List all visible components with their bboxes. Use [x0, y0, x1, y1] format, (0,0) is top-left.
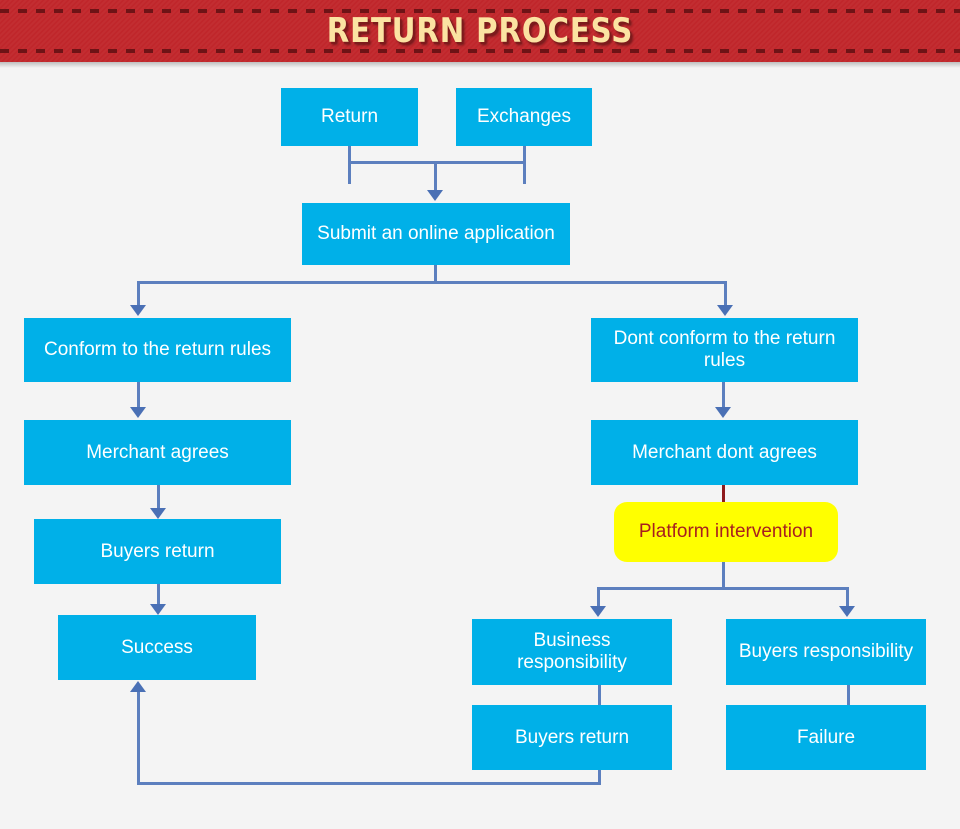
arrow-to-conform-rules [130, 305, 146, 316]
node-failure[interactable]: Failure [726, 705, 926, 770]
connector-split-bar [137, 281, 727, 284]
arrow-feedback-to-success [130, 681, 146, 692]
node-business-responsibility[interactable]: Business responsibility [472, 619, 672, 685]
node-platform-intervention-label: Platform intervention [638, 521, 814, 543]
connector-submit-down [434, 265, 437, 283]
node-business-responsibility-label: Business responsibility [517, 630, 627, 673]
connector-feedback-bottom [137, 782, 601, 785]
connector-buyers-return-to-success [157, 584, 160, 608]
node-conform-rules[interactable]: Conform to the return rules [24, 318, 291, 382]
stitch-line-bottom [0, 49, 960, 53]
node-buyers-return-right[interactable]: Buyers return [472, 705, 672, 770]
node-merchant-dont-agrees-label: Merchant dont agrees [632, 441, 817, 463]
node-merchant-agrees[interactable]: Merchant agrees [24, 420, 291, 485]
arrow-to-success [150, 604, 166, 615]
arrow-to-merchant-agrees [130, 407, 146, 418]
stitch-line-top [0, 9, 960, 13]
connector-conform-to-merchant [137, 382, 140, 410]
connector-platform-split-bar [597, 587, 849, 590]
node-buyers-return-right-label: Buyers return [514, 726, 630, 748]
connector-dontconform-to-merchantdont [722, 382, 725, 410]
connector-feedback-down [598, 770, 601, 785]
node-conform-rules-label: Conform to the return rules [43, 339, 272, 361]
node-submit-application[interactable]: Submit an online application [302, 203, 570, 265]
connector-return-down [348, 146, 351, 184]
node-merchant-dont-agrees[interactable]: Merchant dont agrees [591, 420, 858, 485]
node-success-label: Success [121, 636, 193, 658]
connector-to-submit [434, 161, 437, 193]
node-failure-label: Failure [796, 726, 856, 748]
arrow-to-buyers-return-left [150, 508, 166, 519]
node-return-label: Return [320, 106, 379, 128]
connector-split-right-down [724, 281, 727, 307]
connector-business-to-buyersreturn [598, 685, 601, 707]
node-buyers-return-left[interactable]: Buyers return [34, 519, 281, 584]
connector-platform-down [722, 562, 725, 589]
page-title: RETURN PROCESS [326, 11, 634, 51]
connector-merge-bar [348, 161, 526, 164]
arrow-to-business-responsibility [590, 606, 606, 617]
node-merchant-agrees-label: Merchant agrees [86, 441, 229, 463]
connector-platform-left-down [597, 587, 600, 609]
node-exchanges-label: Exchanges [476, 106, 571, 128]
arrow-to-buyers-responsibility [839, 606, 855, 617]
header-shadow [0, 62, 960, 68]
node-buyers-responsibility[interactable]: Buyers responsibility [726, 619, 926, 685]
connector-split-left-down [137, 281, 140, 307]
connector-platform-right-down [846, 587, 849, 609]
node-platform-intervention[interactable]: Platform intervention [614, 502, 838, 562]
connector-buyersresp-to-failure [847, 685, 850, 707]
arrow-to-dont-conform-rules [717, 305, 733, 316]
node-dont-conform-rules-label: Dont conform to the return rules [613, 328, 836, 371]
connector-exchanges-down [523, 146, 526, 184]
header-banner: RETURN PROCESS [0, 0, 960, 62]
node-dont-conform-rules[interactable]: Dont conform to the return rules [591, 318, 858, 382]
node-exchanges[interactable]: Exchanges [456, 88, 592, 146]
node-return[interactable]: Return [281, 88, 418, 146]
node-buyers-return-left-label: Buyers return [100, 540, 215, 562]
node-submit-application-label: Submit an online application [317, 223, 555, 245]
node-success[interactable]: Success [58, 615, 256, 680]
arrow-to-submit [427, 190, 443, 201]
node-buyers-responsibility-label: Buyers responsibility [738, 641, 914, 663]
connector-merchant-to-buyers-return [157, 485, 160, 511]
arrow-to-merchant-dont-agrees [715, 407, 731, 418]
connector-feedback-up [137, 692, 140, 784]
